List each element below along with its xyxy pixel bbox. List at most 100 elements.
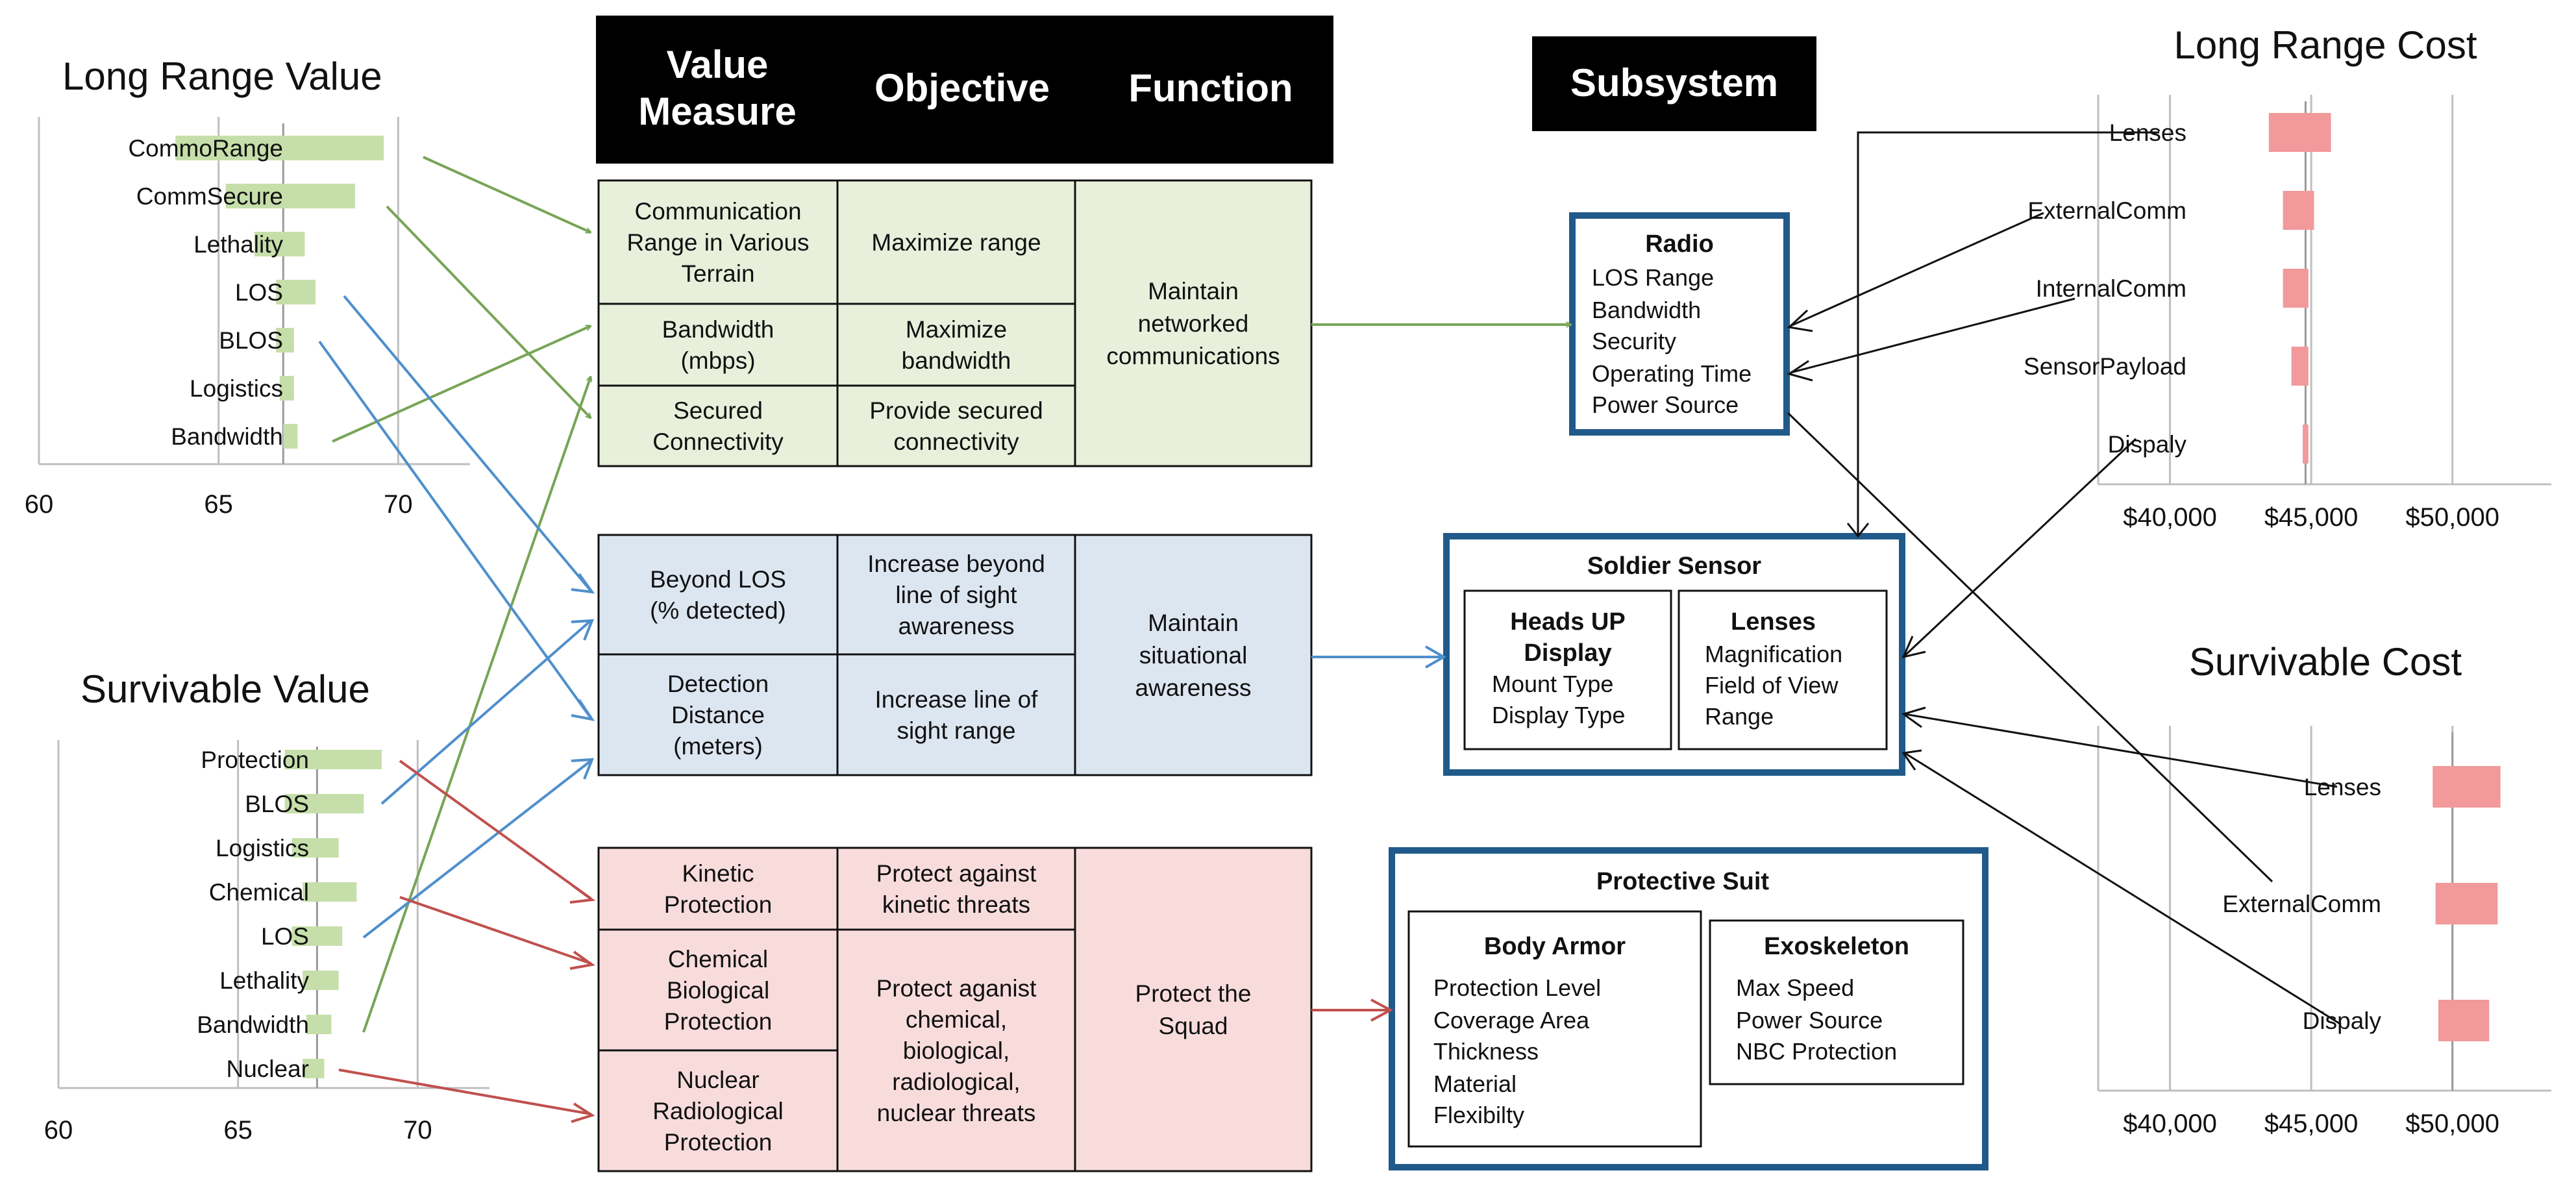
objective-cell: Provide secured xyxy=(869,397,1043,424)
function-cell: communications xyxy=(1106,343,1280,369)
bar xyxy=(276,328,294,353)
objective-cell: connectivity xyxy=(893,428,1019,455)
category-label: Bandwidth xyxy=(197,1011,309,1038)
arrowhead xyxy=(1425,645,1447,669)
lenses-item: Field of View xyxy=(1705,672,1839,699)
value-measure-cell: Terrain xyxy=(681,260,754,287)
bar xyxy=(2303,425,2309,464)
tick-label: 60 xyxy=(25,490,54,519)
chart-title: Long Range Cost xyxy=(2174,23,2477,67)
bar xyxy=(254,232,305,256)
category-label: Lethality xyxy=(193,231,283,258)
soldier-sensor-title: Soldier Sensor xyxy=(1587,552,1761,580)
function-cell: awareness xyxy=(1135,674,1252,701)
value-measure-cell: Range in Various xyxy=(626,229,809,256)
connector-los-lr xyxy=(343,295,592,592)
value-measure-cell: (meters) xyxy=(673,733,763,760)
connector-bandwidth-sv xyxy=(362,377,591,1033)
bar xyxy=(303,882,357,902)
tick-label: $45,000 xyxy=(2264,503,2359,532)
bar xyxy=(303,1059,325,1078)
bar xyxy=(2433,766,2501,808)
arrowhead xyxy=(1787,309,1813,332)
lenses-item: Magnification xyxy=(1705,641,1842,667)
bar xyxy=(175,136,384,160)
exoskeleton-item: Max Speed xyxy=(1736,974,1854,1001)
connector-externalcomm-lr-cost xyxy=(1790,212,2044,327)
exoskeleton-title: Exoskeleton xyxy=(1764,933,1909,960)
category-label: SensorPayload xyxy=(2024,353,2186,380)
objective-cell: Protect aganist xyxy=(876,975,1037,1002)
protect-group-box xyxy=(597,847,1313,1172)
objective-cell: Maximize xyxy=(906,316,1007,343)
value-measure-cell: Detection xyxy=(667,671,769,697)
bar xyxy=(303,971,339,990)
value-measure-cell: Kinetic xyxy=(682,860,754,887)
tick-label: 65 xyxy=(223,1116,253,1145)
category-label: Protection xyxy=(201,747,309,773)
arrowhead xyxy=(571,573,595,594)
arrowhead xyxy=(571,758,595,780)
arrowhead xyxy=(1901,636,1926,659)
chart-2: Long Range Cost$40,000$45,000$50,000Lens… xyxy=(2024,23,2551,532)
value-measure-cell: Nuclear xyxy=(676,1067,760,1093)
heads-up-item: Display Type xyxy=(1492,702,1625,728)
tick-label: $40,000 xyxy=(2123,1109,2217,1138)
header-objective: Objective xyxy=(874,66,1050,110)
arrowhead xyxy=(571,619,595,641)
category-label: BLOS xyxy=(219,327,283,354)
connector-externalcomm-sv-cost xyxy=(1787,412,2273,883)
objective-cell: sight range xyxy=(897,717,1015,744)
arrowhead xyxy=(569,884,596,904)
category-label: ExternalComm xyxy=(2222,891,2381,917)
tick-label: 65 xyxy=(204,490,233,519)
chart-title: Long Range Value xyxy=(62,55,382,98)
tick-label: 60 xyxy=(44,1116,73,1145)
function-cell: Squad xyxy=(1159,1013,1228,1039)
connector-chemical xyxy=(399,896,591,965)
objective-cell: kinetic threats xyxy=(882,891,1030,918)
header-value-measure-line1: Value xyxy=(667,43,769,86)
connector-blos-lr xyxy=(318,340,592,719)
value-measure-cell: Communication xyxy=(634,198,801,225)
value-measure-cell: Biological xyxy=(667,977,769,1004)
objective-cell: Maximize range xyxy=(871,229,1041,256)
arrowhead xyxy=(571,699,595,721)
comms-group-box xyxy=(597,179,1313,467)
subsystem-header: Subsystem xyxy=(1532,36,1816,131)
objective-cell: radiological, xyxy=(892,1069,1020,1095)
objective-cell: chemical, xyxy=(906,1006,1007,1033)
objective-cell: biological, xyxy=(903,1037,1010,1064)
body-armor-item: Thickness xyxy=(1433,1038,1539,1065)
bar xyxy=(306,1015,332,1034)
header-subsystem: Subsystem xyxy=(1570,61,1778,105)
category-label: LOS xyxy=(261,923,309,950)
chart-3: Survivable Cost$40,000$45,000$50,000Lens… xyxy=(2097,640,2551,1138)
bar xyxy=(284,750,382,769)
bar xyxy=(2268,113,2331,152)
bar xyxy=(2283,269,2309,308)
connector-los-sv xyxy=(362,760,592,939)
category-label: Lenses xyxy=(2304,774,2381,800)
bar xyxy=(2283,191,2314,230)
category-label: CommoRange xyxy=(128,135,283,162)
heads-up-item: Mount Type xyxy=(1492,671,1613,697)
body-armor-item: Flexibilty xyxy=(1433,1102,1524,1128)
objective-cell: nuclear threats xyxy=(877,1100,1036,1126)
connector-lenses-lr-cost xyxy=(1857,131,2159,535)
chart-title: Survivable Value xyxy=(80,667,370,711)
tick-label: $40,000 xyxy=(2123,503,2217,532)
connector-lenses-sv-cost xyxy=(1904,713,2338,788)
connector-lines xyxy=(318,131,2342,1123)
arrowhead xyxy=(1370,998,1394,1022)
exoskeleton-box xyxy=(1709,919,1964,1085)
body-armor-box xyxy=(1407,910,1702,1148)
category-label: BLOS xyxy=(245,791,309,817)
bar xyxy=(2435,883,2498,924)
arrowhead xyxy=(571,1102,595,1123)
connector-blos-sv xyxy=(380,619,592,805)
subsystem-boxes: Radio LOS Range Bandwidth Security Opera… xyxy=(1389,212,1988,1170)
value-measure-cell: (% detected) xyxy=(650,597,786,624)
